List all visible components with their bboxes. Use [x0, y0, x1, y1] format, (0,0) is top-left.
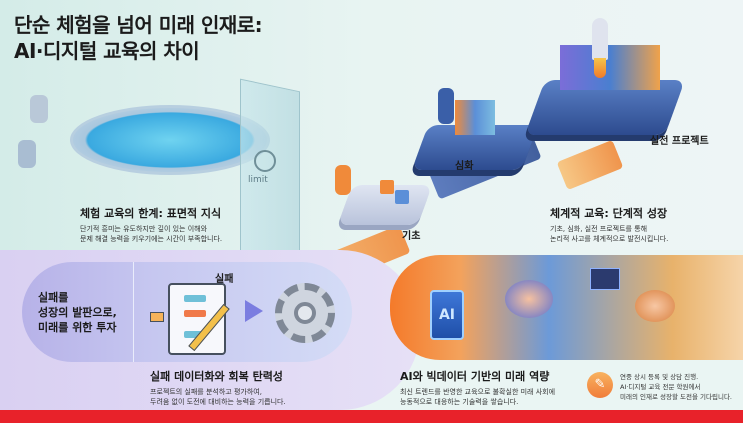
ai-heading: AI와 빅데이터 기반의 미래 역량 — [400, 370, 550, 383]
systematic-text: 논리적 사고를 체계적으로 발전시킵니다. — [550, 235, 669, 243]
slogan-line: 성장의 발판으로, — [38, 306, 117, 319]
brain-icon — [505, 280, 553, 318]
experience-heading: 체험 교육의 한계: 표면적 지식 — [80, 207, 222, 220]
block — [380, 180, 394, 194]
stage-label-basic: 기초 — [402, 231, 421, 242]
brain-icon — [635, 290, 675, 322]
failure-text: 프로젝트의 실패를 분석하고 평가하여, — [150, 388, 262, 396]
notice-text: 연중 상시 등록 및 상담 진행. — [620, 373, 699, 381]
gear-icon — [275, 283, 335, 343]
title-line-1: 단순 체험을 넘어 미래 인재로: — [14, 13, 263, 37]
failure-heading: 실패 데이터화와 회복 탄력성 — [150, 370, 283, 383]
failure-note-label: 실패 — [215, 274, 234, 285]
notepad-icon — [168, 283, 226, 355]
notice: 연중 상시 등록 및 상담 진행. AI·디지털 교육 전문 학원에서 미래의 … — [620, 372, 732, 402]
robot-icon — [30, 95, 48, 123]
stage-label-project: 실전 프로젝트 — [650, 136, 709, 147]
systematic-section: 체계적 교육: 단계적 성장 기초, 심화, 실전 프로젝트를 통해 논리적 사… — [550, 205, 668, 244]
systematic-text: 기초, 심화, 실전 프로젝트를 통해 — [550, 225, 648, 233]
ai-text: 최신 트렌드를 반영한 교육으로 불확실한 미래 사회에 — [400, 388, 556, 396]
experience-text: 단기적 흥미는 유도하지만 깊이 있는 이해와 — [80, 225, 208, 233]
ai-chip-icon: AI — [430, 290, 464, 340]
stop-icon — [254, 150, 276, 172]
notice-text: 미래의 인재로 성장할 도전을 기다립니다. — [620, 393, 732, 401]
student-figure — [438, 88, 454, 124]
slogan-line: 미래를 위한 투자 — [38, 321, 117, 334]
arrow-right-icon — [245, 300, 263, 322]
systematic-heading: 체계적 교육: 단계적 성장 — [550, 207, 668, 220]
block — [395, 190, 409, 204]
failure-slogan: 실패를 성장의 발판으로, 미래를 위한 투자 — [38, 290, 117, 335]
rocket-icon — [592, 18, 608, 60]
experience-text: 문제 해결 능력을 키우기에는 시간이 부족합니다. — [80, 235, 223, 243]
failure-text: 두려움 없이 도전에 대비하는 능력을 기릅니다. — [150, 398, 286, 406]
page-title: 단순 체험을 넘어 미래 인재로: AI·디지털 교육의 차이 — [14, 12, 263, 64]
slogan-line: 실패를 — [38, 291, 69, 304]
notice-text: AI·디지털 교육 전문 학원에서 — [620, 383, 701, 391]
city-blocks — [560, 45, 660, 90]
failure-section: 실패 데이터화와 회복 탄력성 프로젝트의 실패를 분석하고 평가하여, 두려움… — [150, 368, 286, 407]
ai-text: 능동적으로 대응하는 기술력을 쌓습니다. — [400, 398, 519, 406]
edit-note-icon: ✎ — [587, 372, 613, 398]
robot-icon — [18, 140, 36, 168]
chart-screen-icon — [590, 268, 620, 290]
block-stack — [455, 100, 495, 135]
stage-label-advanced: 심화 — [455, 161, 474, 172]
bottom-accent-bar — [0, 410, 743, 423]
pool-illustration — [70, 105, 270, 175]
limit-label: limit — [248, 175, 268, 185]
ai-section: AI와 빅데이터 기반의 미래 역량 최신 트렌드를 반영한 교육으로 불확실한… — [400, 368, 555, 407]
divider — [133, 262, 134, 362]
student-figure — [335, 165, 351, 195]
flow-box — [150, 312, 164, 322]
experience-section: 체험 교육의 한계: 표면적 지식 단기적 흥미는 유도하지만 깊이 있는 이해… — [80, 205, 222, 244]
title-line-2: AI·디지털 교육의 차이 — [14, 39, 200, 63]
rocket-flame — [594, 58, 606, 78]
